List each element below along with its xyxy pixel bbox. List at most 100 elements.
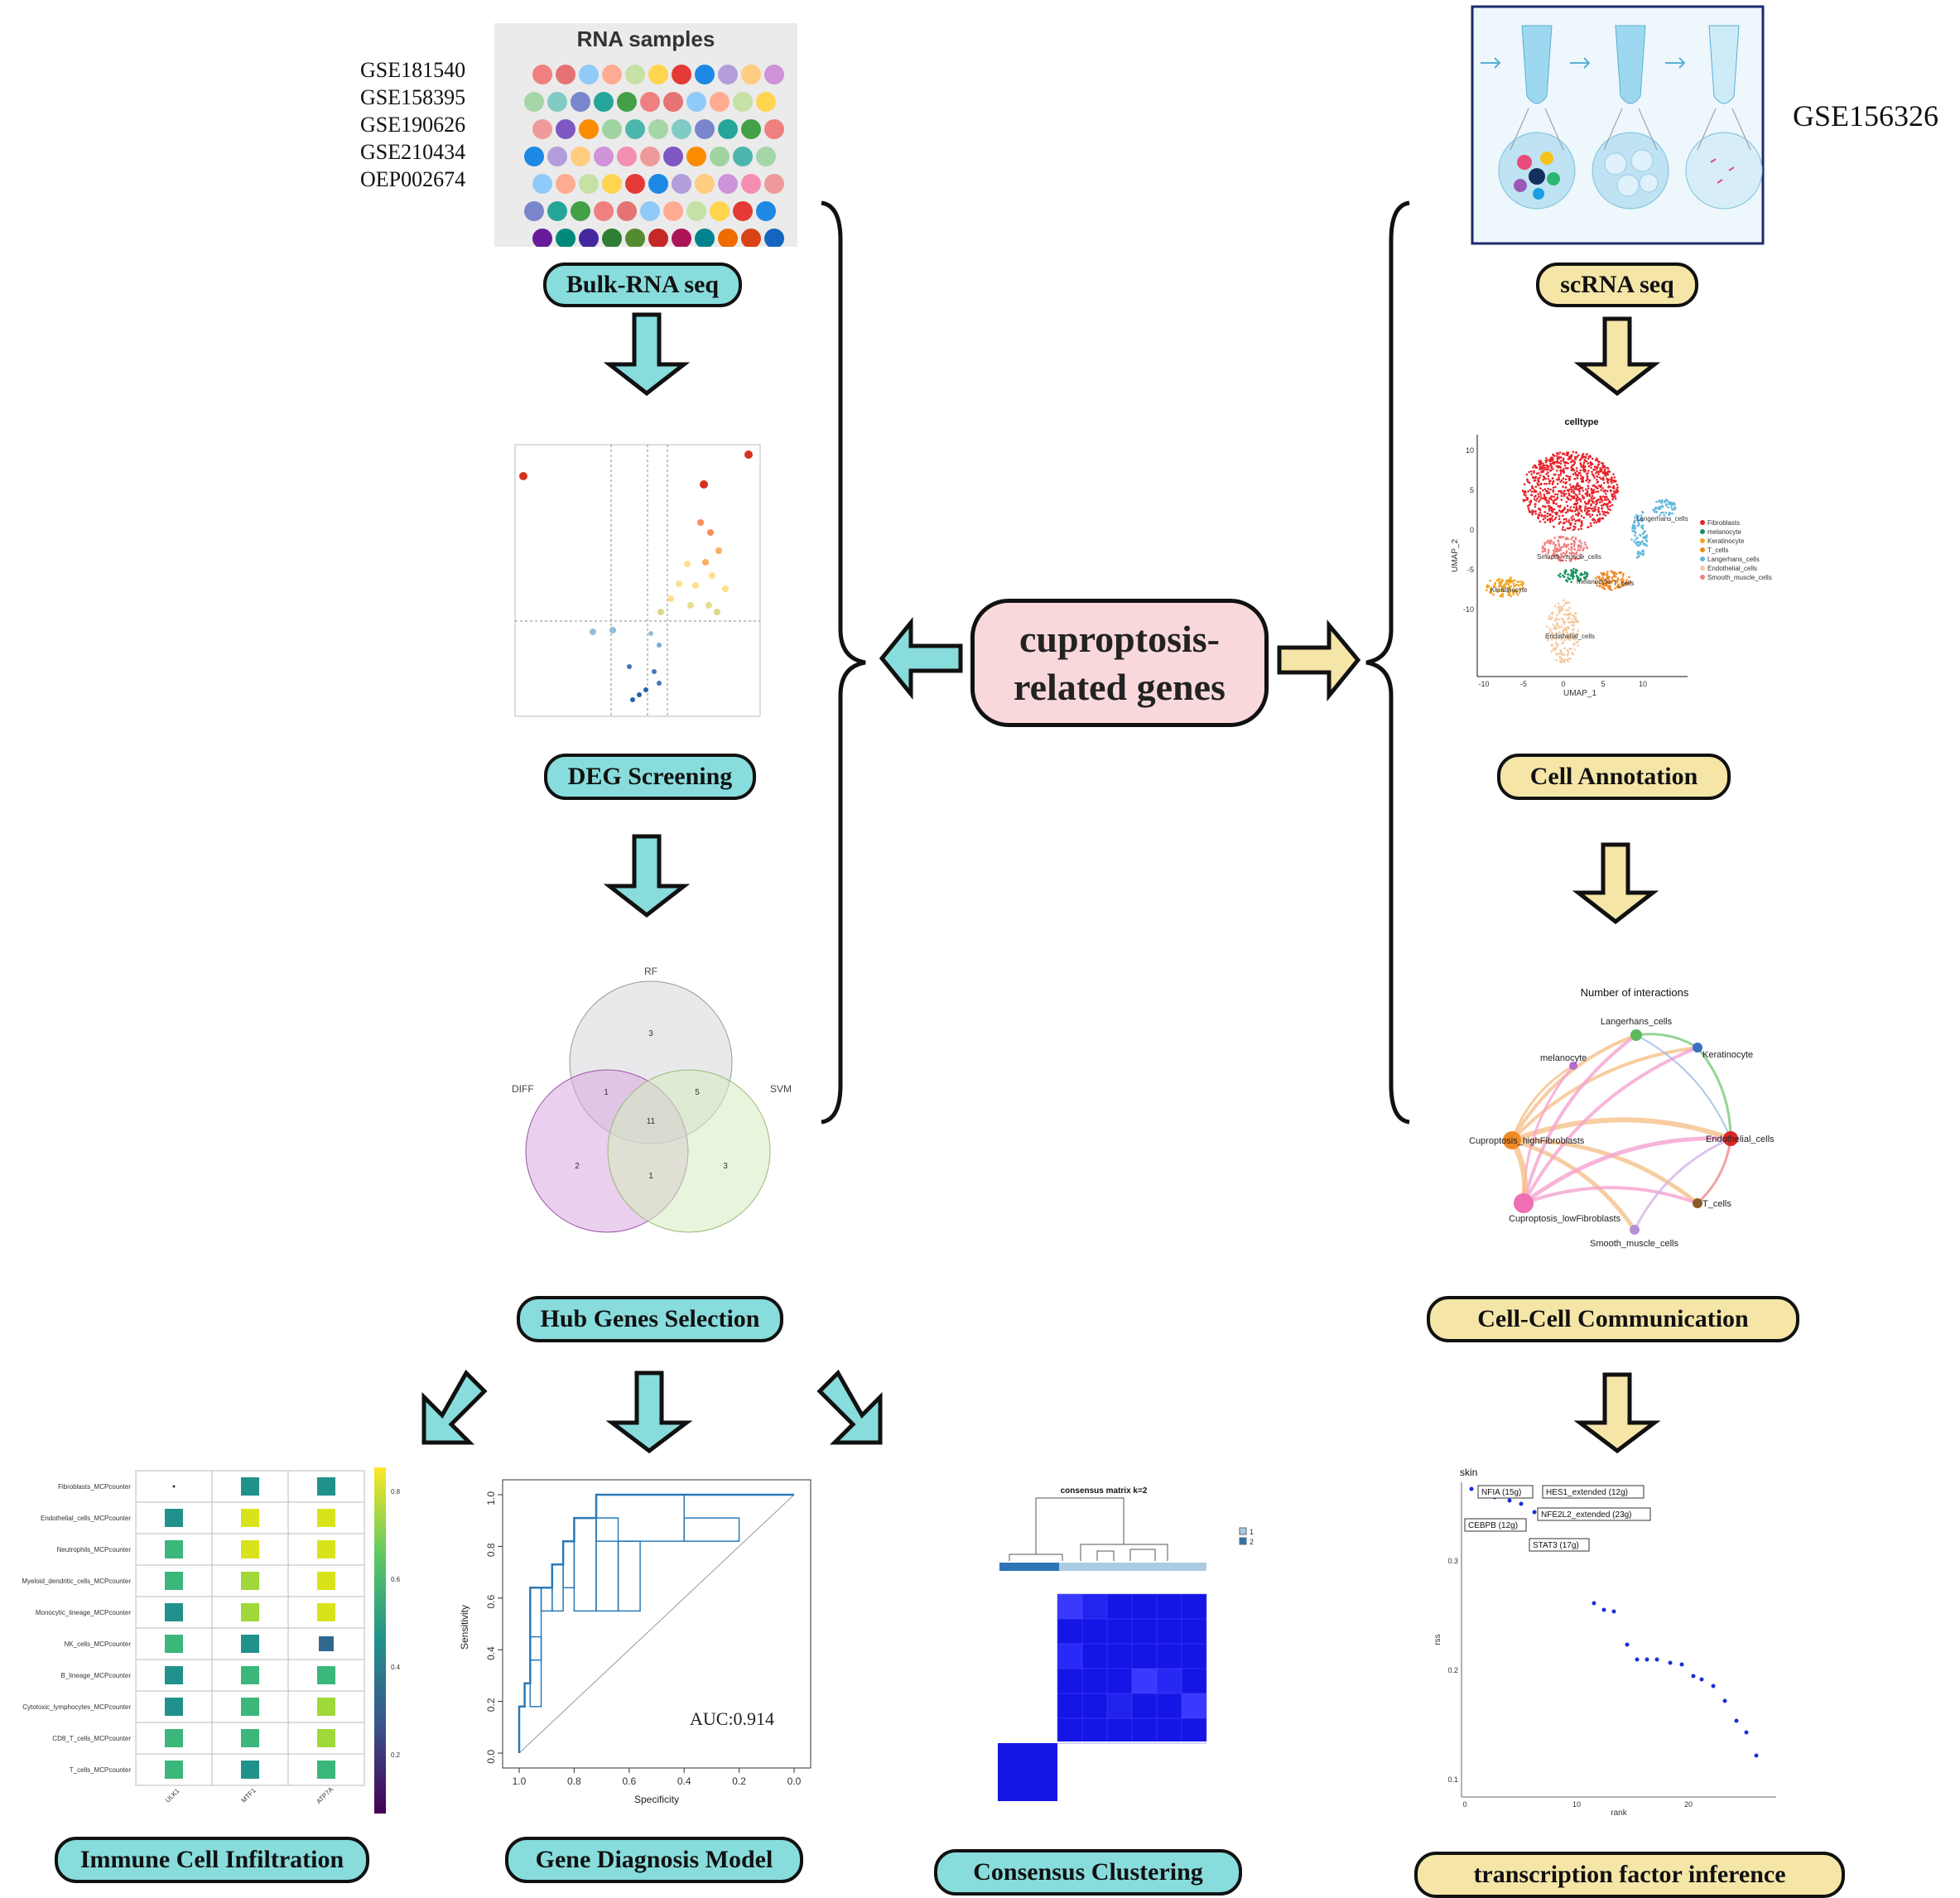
umap-cell	[1554, 513, 1558, 515]
umap-cell	[1664, 511, 1668, 514]
umap-cell	[1562, 574, 1564, 577]
scrna-seq-text: scRNA seq	[1560, 271, 1674, 298]
umap-cell	[1561, 607, 1564, 610]
umap-cell	[1567, 634, 1569, 637]
umap-cell	[1640, 524, 1644, 527]
heatmap-value-square	[317, 1698, 335, 1716]
umap-cell	[1571, 614, 1574, 617]
umap-cell	[1592, 518, 1595, 520]
umap-cell	[1567, 497, 1569, 500]
consensus-bar-cluster1	[999, 1563, 1059, 1571]
umap-cell	[1559, 474, 1562, 477]
consensus-clustering-label: Consensus Clustering	[934, 1849, 1242, 1896]
tf-point	[1507, 1498, 1512, 1503]
umap-legend-swatch	[1700, 547, 1705, 552]
umap-cell	[1539, 474, 1542, 477]
rna-sample-dot	[648, 65, 668, 84]
heatmap-cell	[287, 1627, 365, 1660]
umap-cell	[1670, 505, 1673, 508]
umap-cell	[1550, 638, 1553, 641]
umap-cell	[1571, 570, 1574, 572]
heatmap-value-square	[241, 1603, 259, 1621]
umap-cell	[1539, 499, 1542, 501]
tf-point	[1611, 1609, 1616, 1614]
network-node	[1630, 1029, 1642, 1041]
umap-cell	[1554, 485, 1557, 489]
umap-cell	[1571, 465, 1574, 467]
umap-cell	[1601, 476, 1605, 479]
network-node-label: T_cells	[1702, 1199, 1731, 1209]
umap-cell	[1562, 514, 1564, 517]
umap-cell	[1562, 630, 1564, 633]
roc-x-tick: 1.0	[513, 1775, 527, 1787]
umap-cell	[1553, 542, 1555, 544]
umap-cell	[1592, 474, 1595, 477]
umap-cell	[1548, 479, 1551, 483]
umap-cell	[1597, 508, 1600, 512]
umap-cell	[1534, 503, 1537, 505]
umap-cell	[1582, 516, 1585, 519]
umap-cell	[1663, 513, 1666, 517]
volcano-frame	[514, 444, 761, 717]
umap-cell	[1563, 623, 1566, 625]
umap-cell	[1616, 486, 1619, 489]
umap-cell	[1577, 474, 1579, 477]
umap-cell	[1571, 509, 1574, 512]
umap-cell	[1575, 499, 1578, 503]
umap-cell	[1505, 582, 1508, 585]
umap-legend-swatch	[1700, 529, 1705, 534]
umap-cell	[1639, 518, 1642, 521]
rna-sample-dot	[686, 92, 706, 112]
umap-points	[1486, 450, 1677, 664]
umap-cell	[1658, 499, 1661, 502]
umap-cell	[1528, 470, 1530, 474]
umap-cell	[1563, 661, 1566, 663]
umap-cell	[1582, 465, 1584, 468]
umap-cell	[1591, 457, 1594, 460]
network-node	[1693, 1198, 1702, 1208]
umap-cell	[1671, 508, 1674, 511]
umap-cell	[1578, 507, 1581, 510]
consensus-title: consensus matrix k=2	[1061, 1486, 1148, 1496]
umap-y-tick: 5	[1470, 486, 1474, 494]
umap-cell	[1558, 626, 1561, 629]
umap-cell	[1586, 547, 1589, 550]
umap-cell	[1539, 491, 1542, 494]
umap-cell	[1587, 465, 1591, 468]
consensus-text: Consensus Clustering	[973, 1858, 1203, 1886]
umap-cell	[1572, 486, 1575, 489]
umap-cell	[1525, 473, 1529, 476]
umap-cell	[1552, 499, 1555, 503]
umap-cell	[1596, 576, 1599, 578]
rna-sample-dots	[524, 65, 784, 247]
umap-cell	[1592, 484, 1594, 487]
heatmap-row-label: B_lineage_MCPcounter	[61, 1672, 132, 1679]
arrow-hub-to-consensus	[816, 1369, 883, 1445]
umap-cell	[1536, 482, 1539, 484]
roc-x-tick: 0.4	[677, 1775, 691, 1787]
umap-cell	[1585, 512, 1587, 515]
umap-cell	[1574, 537, 1577, 539]
umap-cell	[1527, 490, 1529, 493]
umap-cell	[1560, 456, 1563, 459]
umap-cell	[1599, 501, 1601, 503]
umap-cell	[1633, 540, 1635, 543]
umap-cell	[1562, 485, 1564, 488]
rna-sample-dot	[617, 201, 637, 221]
umap-cell	[1579, 474, 1582, 477]
umap-cell	[1532, 487, 1534, 489]
umap-cell	[1601, 462, 1605, 465]
umap-cell	[1611, 571, 1613, 573]
umap-cell	[1555, 553, 1558, 556]
umap-cell	[1543, 497, 1546, 500]
tf-label: NFE2L2_extended (23g)	[1541, 1510, 1632, 1520]
umap-cell	[1565, 518, 1568, 521]
umap-cell	[1586, 494, 1589, 497]
umap-cell	[1580, 527, 1582, 530]
umap-cell	[1638, 552, 1640, 555]
umap-cell	[1592, 509, 1594, 513]
umap-cell	[1524, 491, 1527, 494]
arrow-center-to-bulk	[879, 616, 963, 701]
umap-cell	[1625, 581, 1627, 585]
